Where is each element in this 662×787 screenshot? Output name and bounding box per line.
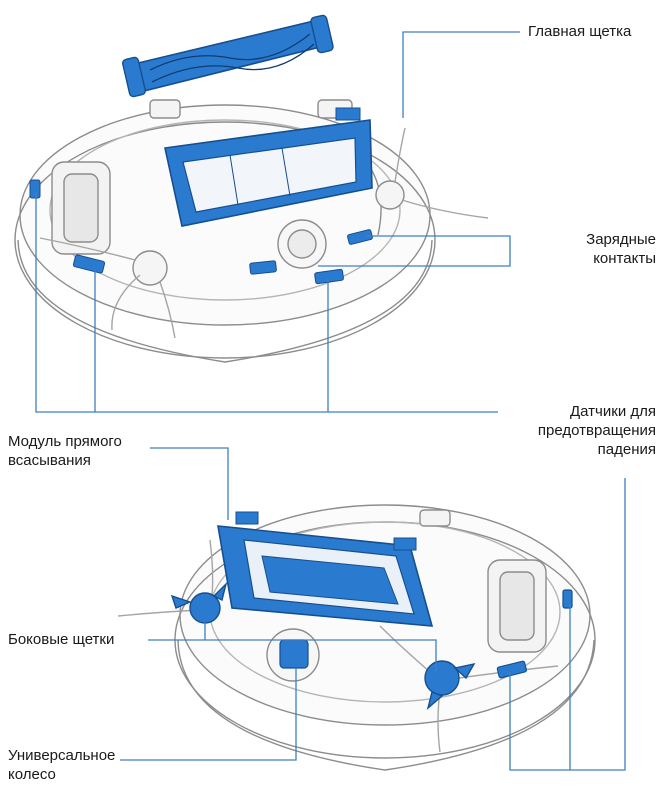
label-charging-contacts: Зарядные контакты [586,231,656,267]
label-side-brushes: Боковые щетки [8,631,115,648]
leader-main-brush [402,31,520,118]
leader-cliff-top [35,192,498,413]
direct-suction-module [217,511,434,627]
label-universal-wheel: Универсальное колесо [8,747,116,783]
label-cliff-sensors: Датчики для предотвращения падения [537,403,656,458]
leader-universal-wheel [120,668,297,761]
leader-cliff-bottom [509,478,626,771]
leader-charging-contacts [318,235,511,267]
label-main-brush: Главная щетка [528,23,632,40]
leader-side-brushes [148,639,437,672]
top-brush-frame [164,107,373,227]
bottom-side-brushes [170,581,476,710]
label-direct-suction-module: Модуль прямого всасывания [8,433,122,469]
bottom-blue-parts [279,589,573,679]
top-blue-parts [29,179,373,285]
main-brush-roller [122,14,334,98]
leader-suction-module [150,447,229,520]
leader-lines [35,31,626,771]
